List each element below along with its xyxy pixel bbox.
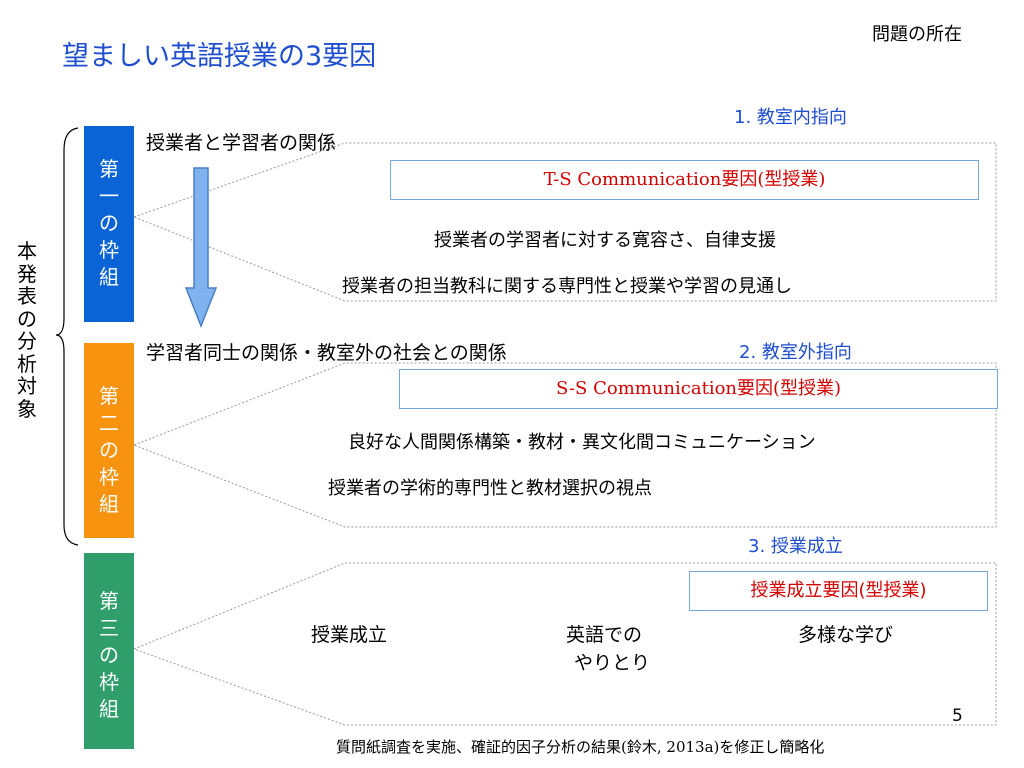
frame3-label: 第 三 の 枠 組 [84, 553, 134, 749]
frame1-factor-box: T-S Communication要因(型授業) [390, 160, 979, 200]
vertical-label: 本発表の分析対象 [17, 239, 37, 421]
frame1-label: 第 一 の 枠 組 [84, 126, 134, 322]
frame2-item-2: 授業者の学術的専門性と教材選択の視点 [328, 478, 652, 499]
frame1-item-1: 授業者の学習者に対する寛容さ、自律支援 [434, 230, 776, 251]
frame3-section-label: 3. 授業成立 [748, 536, 843, 557]
frame3-connector [133, 562, 997, 726]
frame1-section-label: 1. 教室内指向 [734, 107, 847, 128]
footnote-citation: (鈴木, 2013a)を修正し簡略化 [621, 738, 825, 756]
frame3-item-english-line2: やりとり [574, 652, 651, 674]
corner-label: 問題の所在 [872, 24, 962, 45]
frame2-heading: 学習者同士の関係・教室外の社会との関係 [146, 342, 507, 364]
page-number: 5 [952, 706, 963, 726]
down-arrow-icon [184, 167, 218, 329]
frame2-item-1: 良好な人間関係構築・教材・異文化間コミュニケーション [348, 432, 816, 453]
footnote: 質問紙調査を実施、確証的因子分析の結果(鈴木, 2013a)を修正し簡略化 [336, 736, 824, 757]
page-title: 望ましい英語授業の3要因 [62, 41, 377, 72]
frame3-item-diverse-learning: 多様な学び [798, 624, 894, 646]
frame3-item-english-line1: 英語での [566, 624, 643, 646]
frame3-item-class-established: 授業成立 [311, 624, 388, 646]
frame1-item-2: 授業者の担当教科に関する専門性と授業や学習の見通し [342, 276, 792, 297]
frame1-heading: 授業者と学習者の関係 [146, 132, 337, 154]
frame3-factor-box: 授業成立要因(型授業) [689, 571, 988, 611]
frame1-connector [133, 142, 997, 302]
frame2-connector [133, 362, 997, 528]
frame2-section-label: 2. 教室外指向 [739, 342, 852, 363]
frame2-factor-box: S-S Communication要因(型授業) [399, 369, 998, 409]
frame2-label: 第 二 の 枠 組 [84, 343, 134, 538]
footnote-main: 質問紙調査を実施、確証的因子分析の結果 [336, 738, 622, 756]
left-brace [55, 127, 79, 546]
